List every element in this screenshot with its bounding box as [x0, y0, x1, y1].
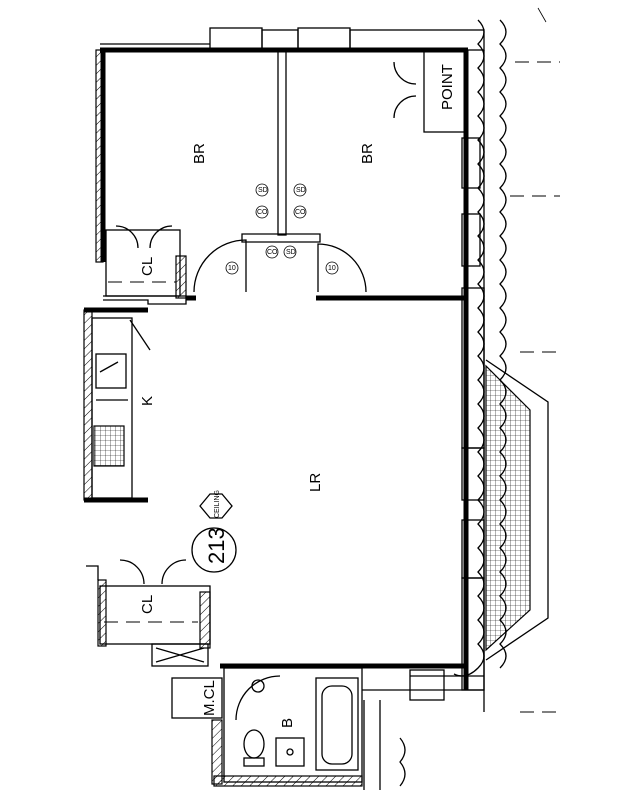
svg-text:SD: SD — [286, 249, 296, 256]
kitchen-faucet — [99, 361, 119, 373]
bathtub — [315, 677, 359, 771]
closet-2 — [99, 585, 211, 645]
point-label: POINT — [439, 64, 456, 110]
room-label-closet-1: CL — [139, 257, 156, 276]
room-label-bedroom-1: BR — [191, 143, 208, 164]
bath-door — [235, 675, 281, 721]
entry-wall — [86, 565, 99, 580]
bathtub-inner — [321, 685, 353, 765]
kitchen-sink — [95, 353, 127, 389]
linen-shelf-x — [155, 647, 205, 663]
room-label-living-room: LR — [307, 473, 324, 492]
closet-2-right-hatch — [199, 591, 211, 649]
room-label-med-closet: M.CL — [201, 680, 218, 716]
ceiling-tag — [199, 493, 233, 519]
hall-wall — [241, 233, 321, 243]
room-label-kitchen: K — [139, 396, 156, 406]
bedroom-1-bottom-wall — [103, 295, 187, 305]
bedroom-divider-wall — [277, 49, 287, 236]
top-wall-segment — [261, 29, 299, 51]
bath-sink — [275, 737, 305, 767]
bedroom-2-door — [317, 243, 367, 293]
room-label-bedroom-2: BR — [359, 143, 376, 164]
bath-wall-hatch — [211, 719, 223, 785]
svg-text:CO: CO — [267, 249, 278, 256]
right-wall-window — [461, 137, 481, 189]
top-wall-window — [209, 27, 263, 51]
svg-text:CO: CO — [257, 209, 268, 216]
bottom-wall-window — [409, 669, 445, 701]
point-closet-doors — [393, 61, 417, 119]
closet-2-doors — [119, 559, 187, 585]
bedroom-left-wall-hatch — [95, 49, 104, 263]
bay-window-balcony — [485, 364, 531, 652]
room-label-closet-2: CL — [139, 595, 156, 614]
property-line — [537, 7, 547, 23]
bedroom-1-door — [193, 239, 247, 293]
kitchen-wall — [83, 309, 93, 501]
point-closet — [423, 49, 467, 133]
room-label-bath: B — [279, 718, 296, 728]
exterior-facade — [453, 19, 485, 677]
right-wall-window — [461, 213, 481, 267]
ceiling-tag-label: CEILING — [214, 490, 221, 518]
top-wall-window — [297, 27, 351, 51]
unit-number-circle — [191, 527, 237, 573]
med-closet — [171, 677, 223, 719]
kitchen-stove — [93, 425, 125, 467]
toilet — [243, 729, 265, 759]
svg-text:10: 10 — [328, 265, 336, 272]
toilet-tank — [243, 757, 265, 767]
right-bath-wall — [362, 689, 410, 790]
svg-text:SD: SD — [258, 187, 268, 194]
closet-2-hatch — [97, 579, 107, 647]
top-wall-segment — [349, 29, 485, 51]
closet-1-doors — [115, 225, 173, 249]
bottom-wall-outer — [410, 675, 484, 691]
unit-number: 213 — [204, 527, 229, 564]
svg-text:SD: SD — [296, 187, 306, 194]
detector-group: SD CO SD CO CO SD 10 10 — [225, 183, 339, 275]
closet-1-hatch — [175, 255, 187, 299]
sink-drain — [286, 748, 294, 756]
kitchen-counter — [91, 317, 133, 499]
exterior-curve — [399, 737, 406, 787]
right-wall-window — [461, 447, 485, 501]
linen-shelf — [151, 643, 209, 667]
svg-text:CO: CO — [295, 209, 306, 216]
fan-symbol — [251, 679, 265, 693]
bay-window-frame — [485, 359, 549, 661]
kitchen-pipe — [129, 319, 151, 351]
bath-bottom-hatch — [213, 775, 363, 787]
svg-text:10: 10 — [228, 265, 236, 272]
